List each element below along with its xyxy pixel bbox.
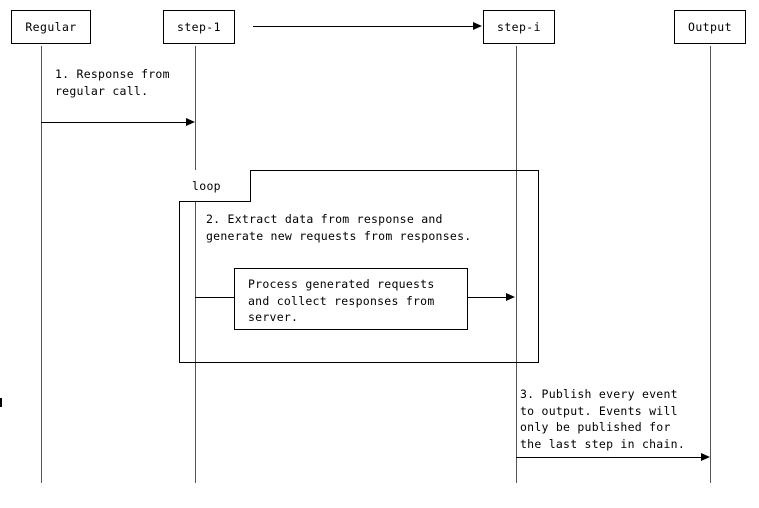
left-edge-artifact [0,398,2,407]
participant-step-i-label: step-i [497,20,541,34]
participant-step-1[interactable]: step-1 [163,10,235,44]
loop-fragment [179,170,539,363]
lifeline-regular [41,46,42,483]
lifeline-step-1 [195,46,196,483]
participant-step-1-label: step-1 [177,20,221,34]
note-connector-arrowhead [506,292,515,301]
message-response-from-regular-line [41,122,187,123]
message-chain-link-arrowhead [473,21,482,30]
process-requests-note: Process generated requests and collect r… [234,268,468,330]
loop-fragment-operator-label: loop [192,178,221,193]
message-publish-to-output-line [516,457,702,458]
loop-fragment-body-text: 2. Extract data from response and genera… [206,212,472,243]
participant-step-i[interactable]: step-i [483,10,555,44]
participant-regular-label: Regular [25,20,77,34]
message-publish-to-output-arrowhead [701,452,710,461]
participant-regular[interactable]: Regular [11,10,91,44]
participant-output[interactable]: Output [674,10,746,44]
loop-fragment-operator: loop [179,170,251,202]
message-publish-to-output-label: 3. Publish every event to output. Events… [520,387,685,451]
message-response-from-regular-label: 1. Response from regular call. [55,67,170,98]
lifeline-output [710,46,711,483]
note-connector-line-right [467,297,507,298]
note-connector-line-left [195,297,235,298]
lifeline-step-i [516,46,517,483]
participant-output-label: Output [688,20,732,34]
message-chain-link-line [253,26,474,27]
message-response-from-regular-arrowhead [186,117,195,126]
